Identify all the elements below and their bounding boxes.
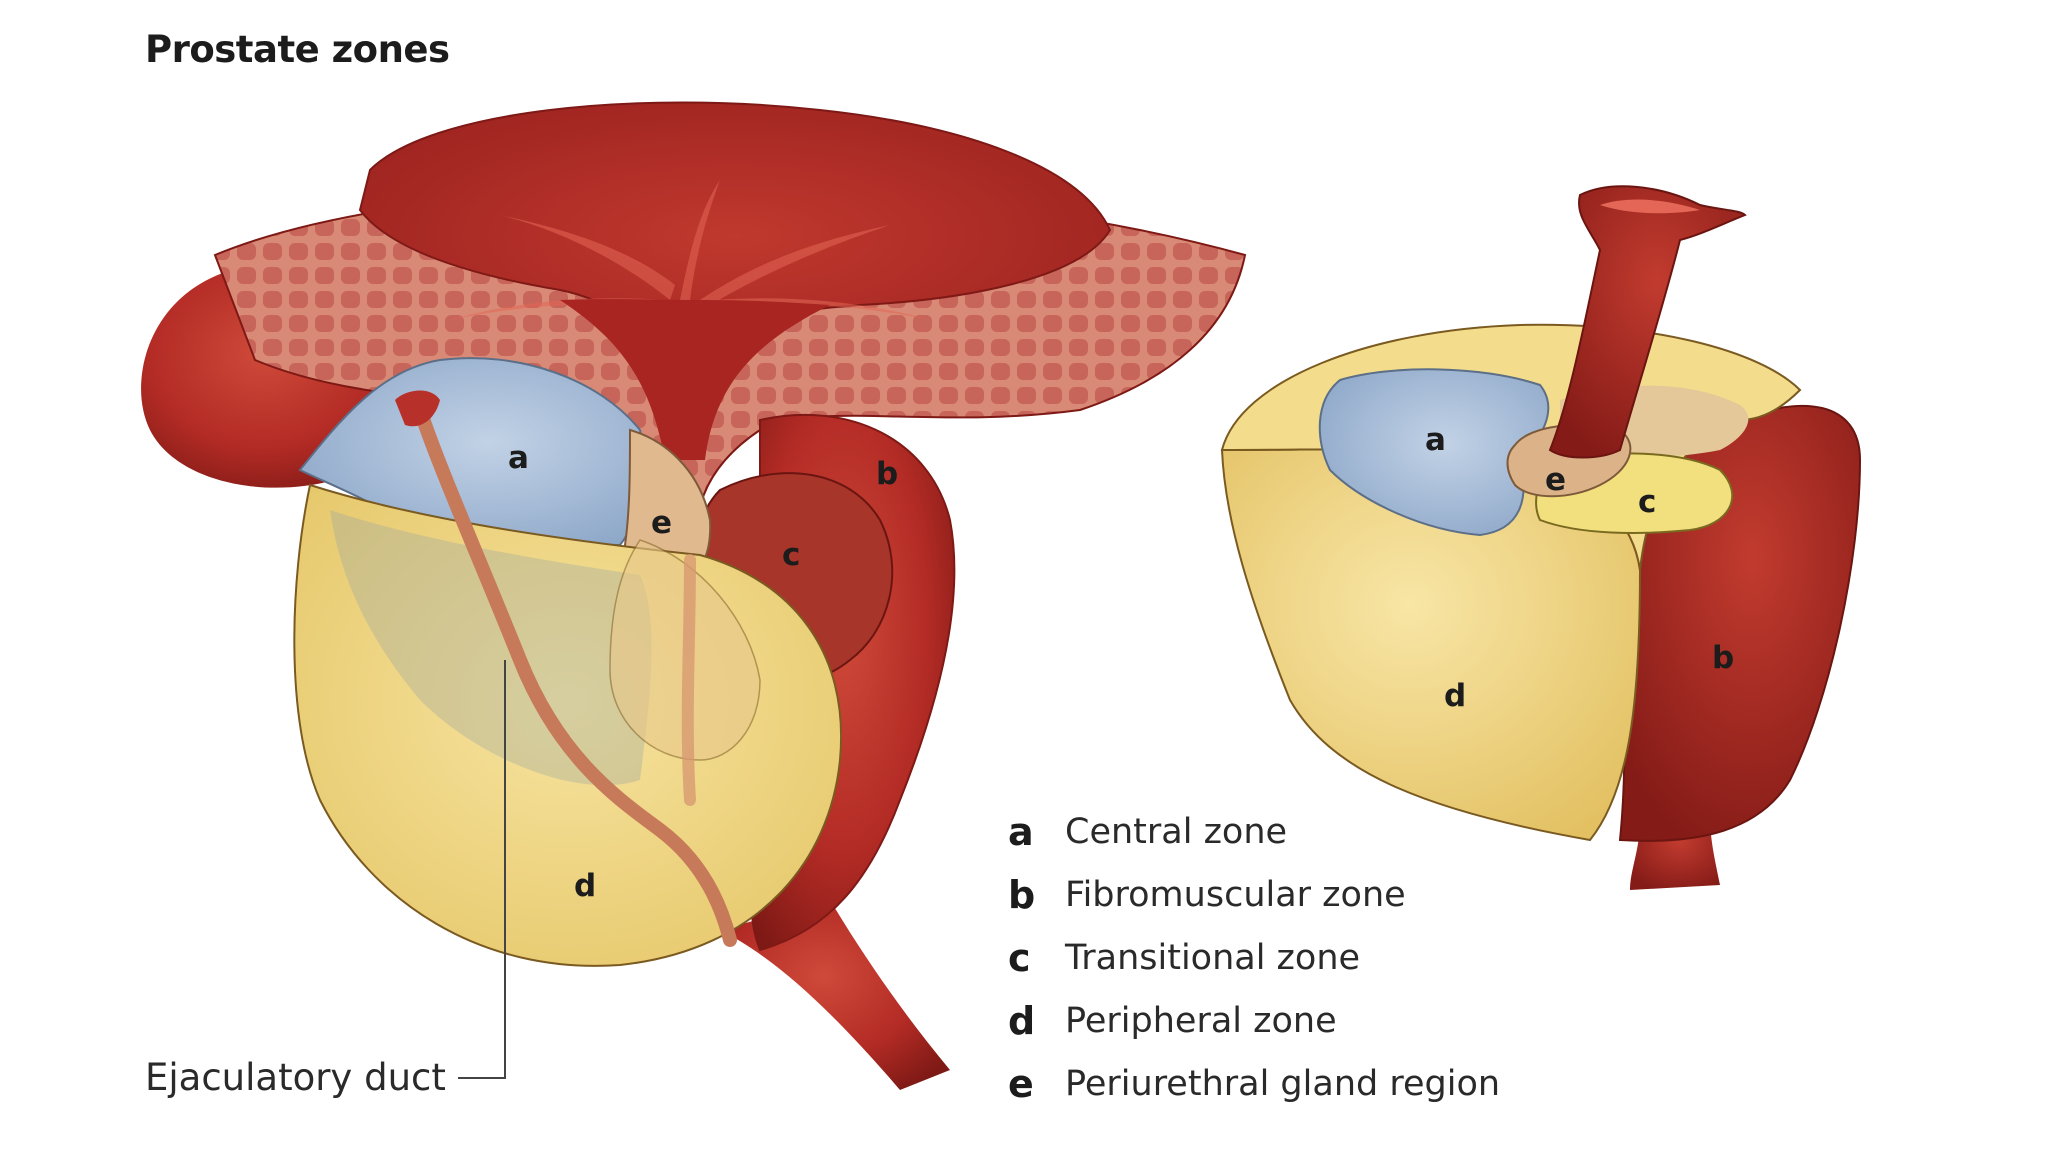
ejaculatory-duct	[413, 403, 737, 947]
bladder-neck	[560, 299, 830, 460]
legend-key: a	[1008, 809, 1034, 854]
legend-key: c	[1008, 935, 1031, 980]
legend-label: Periurethral gland region	[1065, 1063, 1501, 1104]
sagittal-view: a b c d e	[141, 101, 1247, 1090]
block-urethra-top	[1548, 185, 1747, 459]
legend-item: e Periurethral gland region	[1008, 1052, 1568, 1115]
legend-label: Peripheral zone	[1065, 1000, 1337, 1041]
figure-title: Prostate zones	[145, 28, 450, 71]
left-central-overlay	[330, 510, 652, 786]
right-letter-a: a	[1425, 422, 1446, 458]
legend-item: d Peripheral zone	[1008, 989, 1568, 1052]
ejaculatory-duct-callout-line	[458, 660, 506, 1079]
left-letter-e: e	[651, 505, 672, 541]
legend-key: b	[1008, 872, 1036, 917]
right-central-zone	[1318, 368, 1550, 537]
left-letter-a: a	[508, 440, 529, 476]
legend-key: d	[1008, 998, 1036, 1043]
legend-key: e	[1008, 1061, 1034, 1106]
right-letter-e: e	[1545, 462, 1566, 498]
ejaculatory-duct-label: Ejaculatory duct	[145, 1056, 446, 1099]
legend-label: Fibromuscular zone	[1065, 874, 1406, 915]
right-letter-d: d	[1444, 678, 1466, 714]
block-urethra-lumen	[1600, 199, 1700, 214]
legend-label: Transitional zone	[1065, 937, 1361, 978]
legend: a Central zone b Fibromuscular zone c Tr…	[1008, 800, 1568, 1115]
legend-item: a Central zone	[1008, 800, 1568, 863]
right-letter-b: b	[1712, 640, 1734, 676]
left-letter-b: b	[876, 456, 898, 492]
membranous-urethra	[720, 900, 950, 1090]
bladder-dome	[358, 101, 1112, 372]
left-letter-d: d	[574, 868, 596, 904]
legend-item: c Transitional zone	[1008, 926, 1568, 989]
seminal-vesicle-tip	[395, 390, 440, 427]
legend-label: Central zone	[1065, 811, 1288, 852]
block-view: a b c d e	[1220, 185, 1862, 890]
right-letter-c: c	[1638, 484, 1656, 520]
ejaculatory-duct-branch	[681, 554, 696, 806]
legend-item: b Fibromuscular zone	[1008, 863, 1568, 926]
left-letter-c: c	[782, 537, 800, 573]
